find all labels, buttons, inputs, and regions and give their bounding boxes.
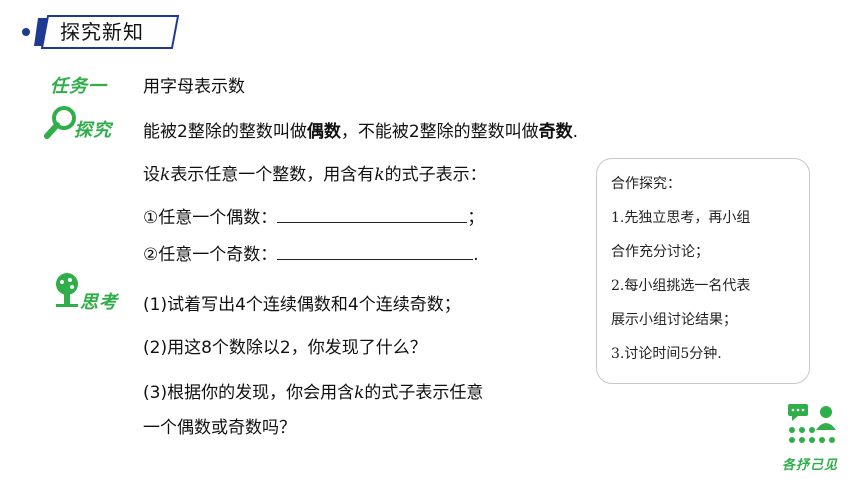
question-1: (1)试着写出4个连续偶数和4个连续奇数； xyxy=(143,295,461,315)
question-3: (3)根据你的发现，你会用含k的式子表示任意 xyxy=(143,383,484,403)
task-text: 用字母表示数 xyxy=(143,77,245,97)
cooperation-tips-box: 合作探究： 1.先独立思考，再小组 合作充分讨论； 2.每小组挑选一名代表 展示… xyxy=(596,158,810,384)
tree-icon xyxy=(56,273,78,307)
odd-answer-blank[interactable] xyxy=(277,245,474,260)
question-2: (2)用这8个数除以2，你发现了什么？ xyxy=(143,338,427,358)
discussion-group-icon xyxy=(788,404,836,443)
page-title: 探究新知 xyxy=(60,20,144,44)
tips-line: 合作充分讨论； xyxy=(611,244,709,260)
section-title-tab: 探究新知 xyxy=(20,14,180,50)
tips-line: 2.每小组挑选一名代表 xyxy=(611,278,751,294)
task-tag: 任务一 xyxy=(50,76,107,97)
even-expression-item: ①任意一个偶数：； xyxy=(143,208,485,228)
tips-line: 3.讨论时间5分钟. xyxy=(611,346,722,362)
badge-label: 各抒己见 xyxy=(782,458,839,473)
odd-expression-item: ②任意一个奇数：. xyxy=(143,245,479,265)
tips-title: 合作探究： xyxy=(611,176,681,192)
explore-line-1: 能被2整除的整数叫做偶数，不能被2整除的整数叫做奇数. xyxy=(143,122,579,142)
title-tab-frame xyxy=(22,15,180,49)
tips-line: 1.先独立思考，再小组 xyxy=(611,210,751,226)
even-answer-blank[interactable] xyxy=(277,208,468,223)
think-tag: 思考 xyxy=(80,292,118,313)
question-3-continued: 一个偶数或奇数吗？ xyxy=(143,418,296,438)
tips-line: 展示小组讨论结果； xyxy=(611,312,737,328)
magnifier-icon xyxy=(44,106,76,139)
explore-tag: 探究 xyxy=(74,120,112,141)
explore-line-2: 设k表示任意一个整数，用含有k的式子表示： xyxy=(143,165,487,185)
